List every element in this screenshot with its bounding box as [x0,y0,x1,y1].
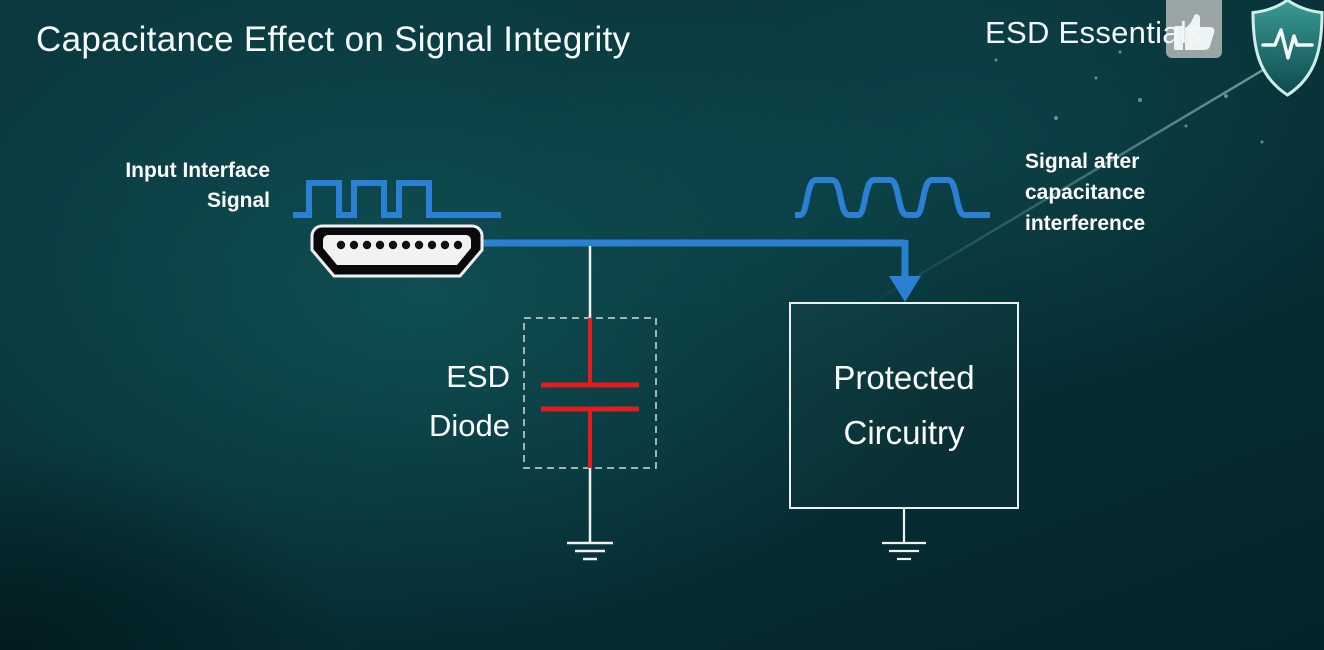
sparkle-dots [994,50,1264,144]
signal-bus-wire [470,239,921,302]
output-signal-label-line1: Signal after [1025,150,1140,173]
input-signal-label: Input Interface Signal [58,156,270,216]
ground-symbol-capacitor [567,468,613,561]
protected-circuitry-label: Protected Circuitry [790,350,1018,460]
thumbs-up-icon [1166,0,1222,58]
hdmi-connector [310,224,484,278]
esd-diode-label: ESD Diode [388,352,510,450]
protected-circuitry-label-line1: Protected [833,359,975,396]
brand-title: ESD Essentials [985,15,1203,50]
clean-square-waveform [293,180,501,218]
esd-diode-capacitor [541,318,639,468]
input-signal-label-line1: Input Interface [125,159,270,182]
output-signal-label-line2: capacitance [1025,181,1146,204]
output-signal-label: Signal after capacitance interference [1025,146,1225,239]
slide-title: Capacitance Effect on Signal Integrity [36,20,631,59]
light-beam-decoration [859,40,1311,312]
ground-symbol-circuit [882,508,926,561]
output-signal-label-line3: interference [1025,212,1146,235]
distorted-waveform [795,177,990,218]
protected-circuitry-label-line2: Circuitry [843,414,965,451]
input-signal-label-line2: Signal [206,189,270,212]
hdmi-pins [336,240,463,250]
esd-diode-label-line1: ESD [446,359,510,394]
esd-diode-label-line2: Diode [429,408,510,443]
arrowhead-down-icon [889,276,921,302]
shield-with-pulse-icon [1251,0,1324,97]
